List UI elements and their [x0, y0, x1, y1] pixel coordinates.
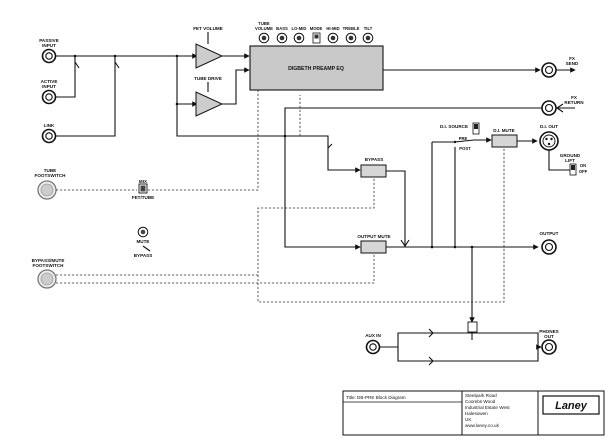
fx-return-label-1: FX: [571, 95, 578, 100]
fet-tube-label: FET/TUBE: [132, 195, 154, 200]
di-post-label: POST: [459, 146, 471, 151]
ground-lift-label-1: GROUND: [560, 153, 581, 158]
knob-label: TREBLE: [343, 26, 360, 31]
address-line: UK: [465, 417, 472, 422]
ground-lift-off: OFF: [579, 169, 588, 174]
fet-tube-switch[interactable]: [138, 183, 148, 194]
signal-path-bypass-tap: [176, 104, 258, 137]
active-input-label-1: ACTIVE: [41, 79, 58, 84]
laney-logo: Laney: [555, 400, 588, 412]
link-label: LINK: [44, 123, 55, 128]
laney-logo-frame: [542, 395, 600, 415]
arrow-tick: [74, 61, 80, 69]
address-line: Coombs Wood: [465, 399, 496, 404]
bypass-label: BYPASS: [365, 157, 384, 162]
fx-return-label-2: RETURN: [564, 100, 584, 105]
output-jack[interactable]: [541, 239, 557, 255]
aux-in-jack[interactable]: [365, 339, 381, 355]
mode-switch[interactable]: [312, 32, 321, 44]
address-line: www.laney.co.uk: [465, 423, 500, 428]
address-line: Steelpark Road: [465, 393, 497, 398]
passive-input-jack[interactable]: [41, 48, 57, 64]
treble-knob[interactable]: [345, 32, 357, 44]
knob-label: TUBE: [258, 21, 270, 26]
di-mute-label: D.I. MUTE: [493, 128, 514, 133]
tube-footswitch[interactable]: [37, 180, 57, 200]
preamp-eq-block: [249, 45, 384, 91]
knob-label: VOLUME: [255, 26, 273, 31]
fet-volume-amp: [195, 43, 224, 69]
di-source-label: D.I. SOURCE: [440, 124, 468, 129]
bypass-sw-label: BYPASS: [134, 253, 153, 258]
title-text: Title: DB-PRE Block Diagram: [346, 395, 406, 400]
fx-send-label-2: SEND: [566, 61, 579, 66]
knob-label: LO-MID: [292, 26, 307, 31]
tube-footswitch-label-1: TUBE: [44, 168, 57, 173]
output-mute-block: [360, 240, 387, 254]
tube-footswitch-label-2: FOOTSWITCH: [35, 173, 67, 178]
di-pre-label: PRE: [459, 136, 468, 141]
bass-knob[interactable]: [276, 32, 288, 44]
address-line: Industrial Estate West: [465, 405, 510, 410]
mix-label: MIX: [139, 179, 148, 184]
bypass-switch-block: [360, 164, 387, 178]
fx-return-path: [284, 107, 542, 250]
bypass-path: [258, 135, 361, 173]
hi-mid-knob[interactable]: [327, 32, 339, 44]
phones-out-label-1: PHONES: [539, 329, 558, 334]
di-out-xlr[interactable]: [539, 131, 559, 151]
tube-drive-label: TUBE DRIVE: [194, 76, 222, 81]
fx-return-jack[interactable]: [541, 100, 557, 116]
signal-path-active: [56, 56, 76, 98]
lo-mid-knob[interactable]: [293, 32, 305, 44]
ground-lift-switch[interactable]: [569, 163, 577, 176]
phones-mixer: [467, 321, 478, 333]
fet-volume-label: FET VOLUME: [193, 26, 223, 31]
arrow-tick: [114, 61, 120, 69]
signal-path-link: [56, 56, 116, 137]
ground-lift-on: ON: [580, 163, 586, 168]
knob-label: TILT: [364, 26, 373, 31]
output-label: OUTPUT: [540, 231, 559, 236]
di-out-label: D.I. OUT: [540, 124, 558, 129]
mute-label: MUTE: [136, 239, 149, 244]
title-block: Title: DB-PRE Block Diagram Steelpark Ro…: [342, 390, 605, 436]
di-source-switch[interactable]: [472, 122, 480, 135]
di-mute-block: [491, 134, 518, 148]
knob-label: MODE: [310, 26, 323, 31]
tube-drive-amp: [195, 91, 224, 117]
phones-out-label-2: OUT: [544, 334, 554, 339]
passive-input-label-1: PASSIVE: [39, 38, 59, 43]
output-mute-label: OUTPUT MUTE: [357, 234, 390, 239]
tilt-knob[interactable]: [362, 32, 374, 44]
knob-label: HI-MID: [326, 26, 339, 31]
bypass-mute-footswitch[interactable]: [37, 269, 57, 289]
phones-out-jack[interactable]: [541, 339, 557, 355]
preamp-eq-label: DIGBETH PREAMP EQ: [288, 66, 344, 72]
aux-in-label: AUX IN: [365, 333, 381, 338]
address-line: Halesowen: [465, 411, 488, 416]
bypass-mute-footswitch-label-2: FOOTSWITCH: [33, 263, 65, 268]
bypass-mute-footswitch-label-1: BYPASS/MUTE: [32, 258, 65, 263]
passive-input-label-2: INPUT: [42, 43, 56, 48]
fx-send-label-1: FX: [569, 56, 576, 61]
link-jack[interactable]: [41, 128, 57, 144]
tube-volume-knob[interactable]: [258, 32, 270, 44]
knob-label: BASS: [276, 26, 288, 31]
active-input-label-2: INPUT: [42, 84, 56, 89]
mute-bypass-switch[interactable]: [137, 226, 149, 238]
ground-lift-label-2: LIFT: [565, 158, 575, 163]
active-input-jack[interactable]: [41, 89, 57, 105]
fx-send-jack[interactable]: [541, 62, 557, 78]
